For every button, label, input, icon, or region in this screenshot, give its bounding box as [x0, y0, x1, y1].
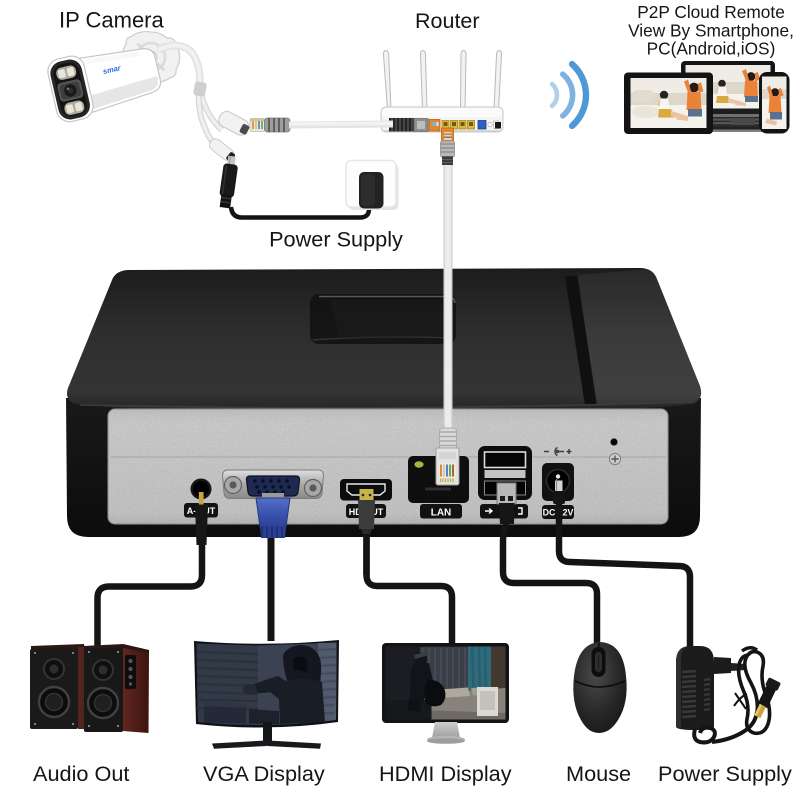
- svg-text:Audio Out: Audio Out: [33, 761, 129, 786]
- svg-text:VGA Display: VGA Display: [203, 761, 325, 786]
- svg-text:HDMI Display: HDMI Display: [379, 761, 512, 786]
- svg-text:smar: smar: [102, 63, 123, 76]
- svg-text:View By Smartphone,: View By Smartphone,: [628, 21, 794, 41]
- svg-text:Router: Router: [415, 9, 480, 33]
- svg-text:Power Supply: Power Supply: [658, 761, 792, 786]
- svg-text:Power Supply: Power Supply: [269, 227, 403, 252]
- svg-text:P2P Cloud Remote: P2P Cloud Remote: [637, 2, 785, 22]
- svg-text:PC(Android,iOS): PC(Android,iOS): [647, 39, 776, 59]
- svg-text:IP Camera: IP Camera: [59, 8, 165, 33]
- svg-text:LAN: LAN: [431, 508, 452, 519]
- svg-text:Mouse: Mouse: [566, 761, 631, 786]
